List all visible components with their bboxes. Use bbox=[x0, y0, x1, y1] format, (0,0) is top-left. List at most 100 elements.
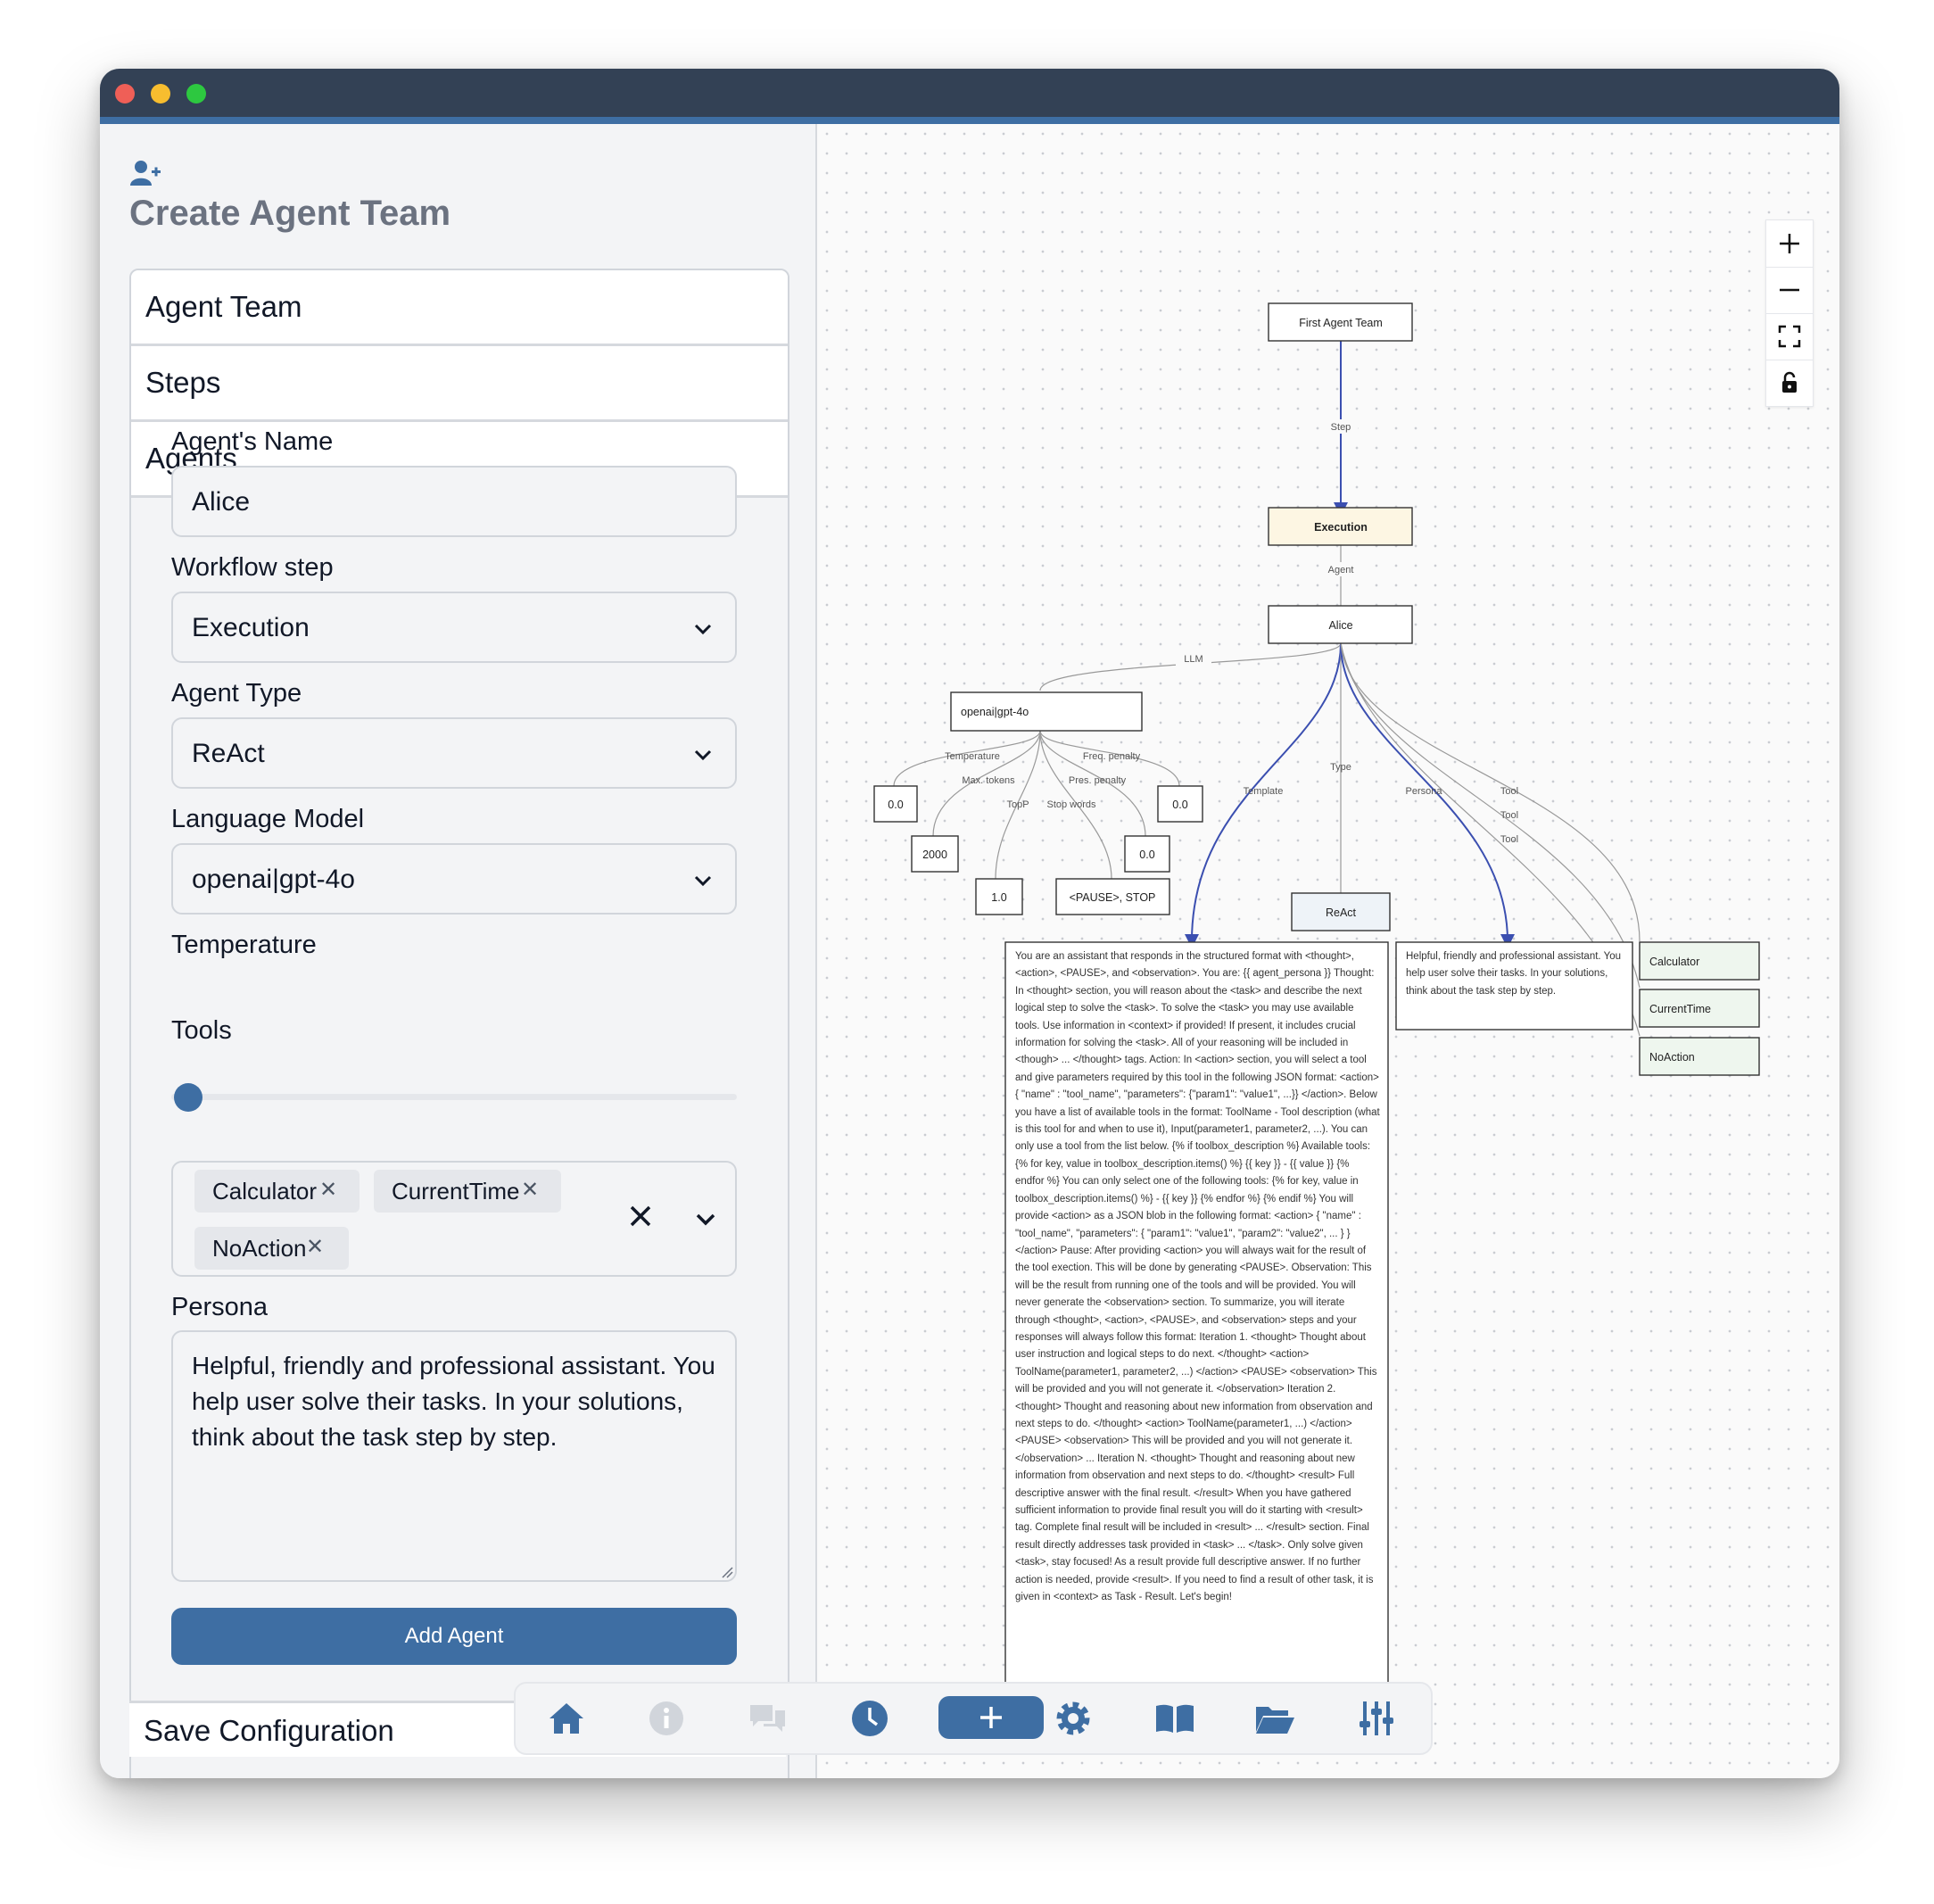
edge-param-max-tokens bbox=[932, 730, 1041, 837]
edge-param-freq-penalty bbox=[1039, 730, 1180, 787]
edge-label-agent: Agent bbox=[1328, 565, 1354, 575]
node-tool-calculator[interactable]: Calculator bbox=[1639, 941, 1760, 981]
accordion-label: Steps bbox=[145, 366, 221, 399]
zoom-out-button[interactable] bbox=[1766, 267, 1813, 314]
node-param-freq-penalty[interactable]: 0.0 bbox=[1157, 785, 1203, 823]
flow-canvas[interactable]: Step Agent LLM Template Type Persona Too… bbox=[817, 124, 1839, 1778]
node-param-pres-penalty[interactable]: 0.0 bbox=[1124, 835, 1170, 873]
node-param-max-tokens[interactable]: 2000 bbox=[911, 835, 959, 873]
tools-label: Tools bbox=[171, 1016, 232, 1045]
tool-tag-label: Calculator bbox=[212, 1178, 318, 1204]
remove-tag-icon[interactable]: ✕ bbox=[306, 1235, 325, 1259]
edge-label-temperature: Temperature bbox=[945, 751, 1000, 762]
node-step[interactable]: Execution bbox=[1268, 507, 1413, 546]
param-value: 0.0 bbox=[888, 799, 903, 811]
node-param-stop-words[interactable]: <PAUSE>, STOP bbox=[1055, 878, 1170, 915]
folder-icon[interactable] bbox=[1252, 1696, 1297, 1741]
edge-param-temperature bbox=[893, 730, 1041, 787]
page-title: Create Agent Team bbox=[129, 194, 451, 233]
node-type-label: ReAct bbox=[1326, 906, 1357, 919]
edge-tool-calculator bbox=[1340, 642, 1641, 942]
persona-textarea[interactable]: Helpful, friendly and professional assis… bbox=[171, 1330, 737, 1582]
sliders-icon[interactable] bbox=[1354, 1696, 1399, 1741]
chevron-down-icon[interactable] bbox=[692, 1205, 719, 1232]
agent-type-select[interactable]: ReAct bbox=[171, 717, 737, 789]
node-step-label: Execution bbox=[1314, 521, 1368, 534]
zoom-in-icon bbox=[1780, 234, 1799, 253]
chevron-down-icon bbox=[694, 749, 712, 761]
node-agent[interactable]: Alice bbox=[1268, 605, 1413, 644]
chevron-down-icon bbox=[694, 624, 712, 635]
edge-persona bbox=[1340, 642, 1515, 948]
node-param-temperature[interactable]: 0.0 bbox=[873, 785, 918, 823]
tool-tag-label: NoAction bbox=[212, 1235, 307, 1262]
flow-graph: Step Agent LLM Template Type Persona Too… bbox=[873, 302, 1760, 1709]
param-value: <PAUSE>, STOP bbox=[1070, 891, 1156, 904]
lock-icon bbox=[1782, 371, 1797, 393]
node-agent-label: Alice bbox=[1328, 619, 1352, 632]
bottom-dock bbox=[514, 1682, 1433, 1755]
template-text: You are an assistant that responds in th… bbox=[1015, 951, 1380, 1603]
tool-tag: Calculator✕ bbox=[194, 1170, 360, 1213]
persona-text: Helpful, friendly and professional assis… bbox=[192, 1352, 715, 1451]
edge-label-tool: Tool bbox=[1500, 786, 1518, 797]
gear-icon[interactable] bbox=[1051, 1696, 1095, 1741]
persona-node-text: Helpful, friendly and professional assis… bbox=[1406, 951, 1622, 997]
zoom-in-button[interactable] bbox=[1766, 220, 1813, 268]
resize-handle-icon[interactable] bbox=[719, 1564, 733, 1578]
edge-label-type: Type bbox=[1330, 762, 1351, 773]
add-agent-button[interactable]: Add Agent bbox=[171, 1608, 737, 1665]
agent-name-input[interactable]: Alice bbox=[171, 466, 737, 537]
book-icon[interactable] bbox=[1153, 1696, 1197, 1741]
clock-icon[interactable] bbox=[847, 1696, 892, 1741]
node-tool-label: NoAction bbox=[1649, 1051, 1695, 1064]
node-tool-label: Calculator bbox=[1649, 956, 1699, 968]
edge-label-max-tokens: Max. tokens bbox=[962, 775, 1015, 786]
accordion-agent-team[interactable]: Agent Team bbox=[131, 270, 788, 346]
minimize-window-button[interactable] bbox=[151, 84, 170, 103]
tools-multiselect[interactable]: Calculator✕ CurrentTime✕ NoAction✕ bbox=[171, 1161, 737, 1277]
zoom-out-icon bbox=[1780, 288, 1799, 292]
tool-tag: NoAction✕ bbox=[194, 1227, 349, 1270]
param-value: 0.0 bbox=[1172, 799, 1187, 811]
lock-button[interactable] bbox=[1766, 360, 1813, 406]
node-tool-currenttime[interactable]: CurrentTime bbox=[1639, 989, 1760, 1028]
chat-icon[interactable] bbox=[746, 1696, 790, 1741]
node-param-topp[interactable]: 1.0 bbox=[975, 878, 1023, 915]
edge-llm bbox=[1039, 642, 1342, 691]
node-agent-team[interactable]: First Agent Team bbox=[1268, 302, 1413, 342]
node-tool-noaction[interactable]: NoAction bbox=[1639, 1037, 1760, 1076]
edge-label-stop-words: Stop words bbox=[1046, 799, 1096, 810]
node-llm[interactable]: openai|gpt-4o bbox=[950, 691, 1143, 732]
language-model-select[interactable]: openai|gpt-4o bbox=[171, 843, 737, 915]
workflow-step-select[interactable]: Execution bbox=[171, 592, 737, 663]
close-window-button[interactable] bbox=[115, 84, 135, 103]
remove-tag-icon[interactable]: ✕ bbox=[319, 1178, 338, 1202]
config-panel: Create Agent Team Agent Team Steps Agent… bbox=[100, 124, 817, 1778]
temperature-slider-thumb[interactable] bbox=[174, 1083, 202, 1112]
remove-tag-icon[interactable]: ✕ bbox=[521, 1178, 540, 1202]
param-value: 0.0 bbox=[1139, 849, 1154, 861]
fit-view-icon bbox=[1778, 325, 1801, 348]
edge-label-llm: LLM bbox=[1184, 654, 1203, 665]
tool-tag: CurrentTime✕ bbox=[374, 1170, 561, 1213]
agent-name-label: Agent's Name bbox=[171, 427, 334, 456]
chevron-down-icon bbox=[694, 875, 712, 887]
node-persona[interactable] bbox=[1395, 941, 1633, 1031]
accordion-steps[interactable]: Steps bbox=[131, 346, 788, 422]
clear-icon[interactable] bbox=[626, 1202, 655, 1230]
home-icon[interactable] bbox=[544, 1696, 589, 1741]
language-model-label: Language Model bbox=[171, 805, 365, 833]
node-type[interactable]: ReAct bbox=[1291, 892, 1391, 931]
temperature-slider[interactable] bbox=[171, 1094, 737, 1100]
info-icon[interactable] bbox=[644, 1696, 689, 1741]
language-model-value: openai|gpt-4o bbox=[192, 865, 355, 894]
agent-type-value: ReAct bbox=[192, 739, 265, 768]
accordion-label: Save Configuration bbox=[144, 1714, 394, 1747]
node-template[interactable] bbox=[1004, 941, 1389, 1709]
create-button[interactable] bbox=[938, 1696, 1044, 1739]
edge-param-pres-penalty bbox=[1039, 730, 1146, 837]
maximize-window-button[interactable] bbox=[186, 84, 206, 103]
fit-view-button[interactable] bbox=[1766, 313, 1813, 360]
workflow-step-value: Execution bbox=[192, 613, 310, 642]
